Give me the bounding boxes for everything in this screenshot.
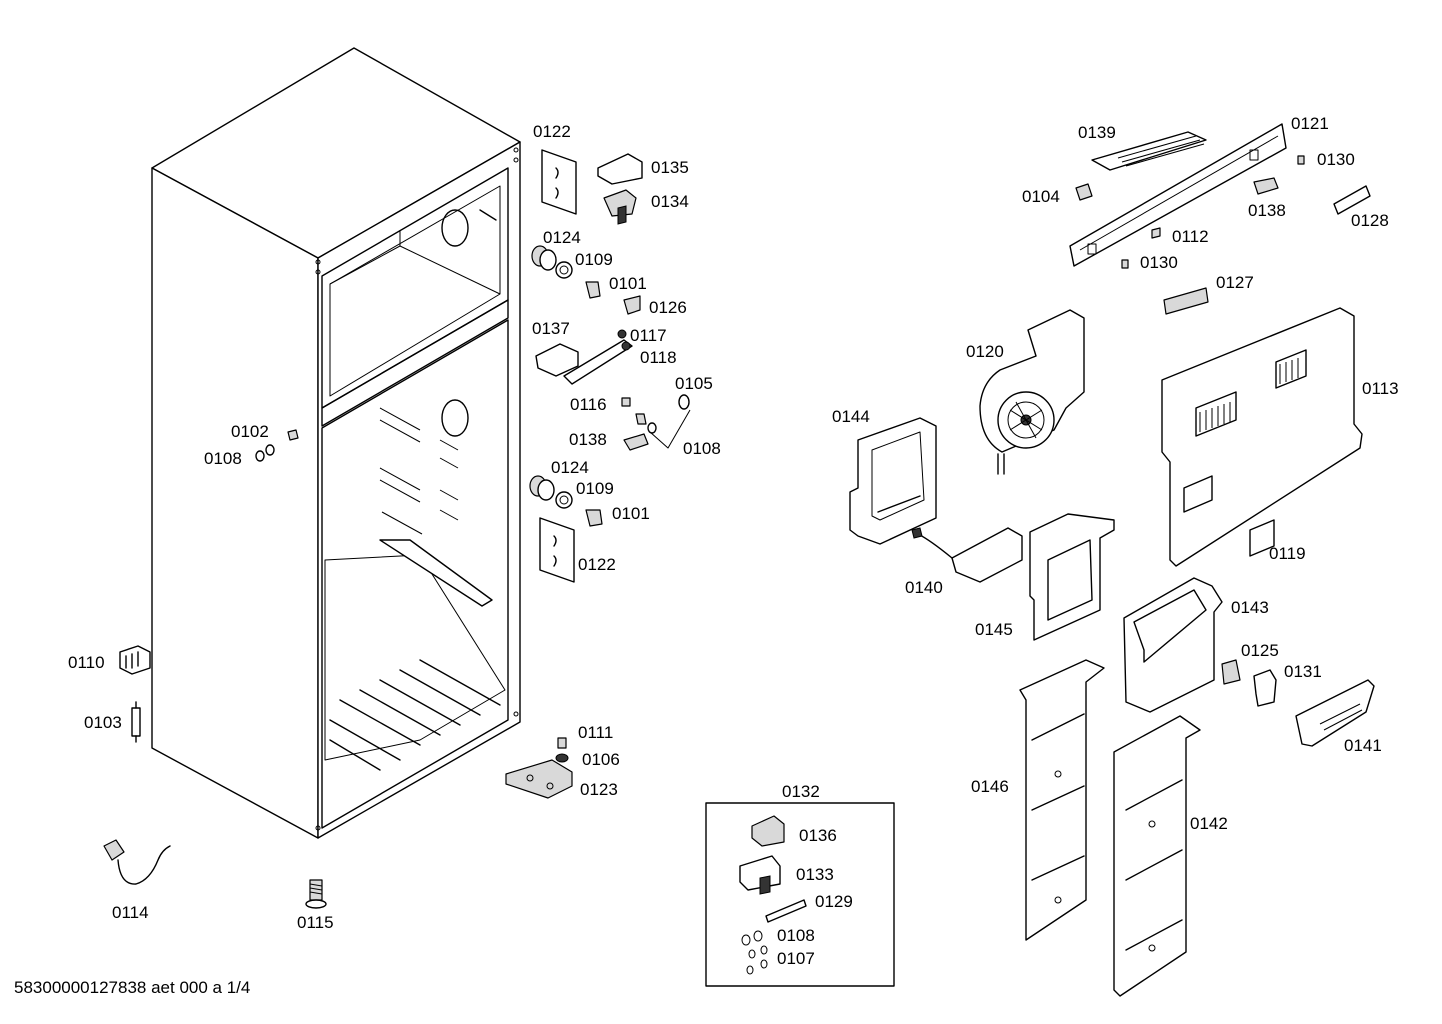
part-label: 0114 <box>112 903 149 922</box>
part-label: 0108 <box>204 449 242 468</box>
group-box-0132 <box>705 802 895 987</box>
part-label: 0145 <box>975 620 1013 639</box>
part-label: 0101 <box>609 274 647 293</box>
part-label: 0144 <box>832 407 870 426</box>
part-label: 0110 <box>68 653 105 672</box>
cabinet-drawing <box>151 47 521 839</box>
part-label: 0141 <box>1344 736 1382 755</box>
part-label: 0118 <box>640 348 677 367</box>
part-label: 0135 <box>651 158 689 177</box>
part-label: 0137 <box>532 319 570 338</box>
part-label: 0130 <box>1140 253 1178 272</box>
evaporator-parts-drawing <box>849 123 1375 997</box>
part-label: 0128 <box>1351 211 1389 230</box>
part-label: 0111 <box>578 723 613 742</box>
part-label: 0143 <box>1231 598 1269 617</box>
part-label: 0136 <box>799 826 837 845</box>
group-box-label: 0132 <box>782 782 820 801</box>
part-label: 0134 <box>651 192 689 211</box>
part-label: 0115 <box>297 913 334 932</box>
part-label: 0102 <box>231 422 269 441</box>
part-label: 0108 <box>683 439 721 458</box>
part-label: 0122 <box>533 122 571 141</box>
part-label: 0138 <box>569 430 607 449</box>
part-label: 0120 <box>966 342 1004 361</box>
part-label: 0106 <box>582 750 620 769</box>
part-label: 0125 <box>1241 641 1279 660</box>
part-label: 0129 <box>815 892 853 911</box>
part-label: 0133 <box>796 865 834 884</box>
part-label: 0107 <box>777 949 815 968</box>
part-label: 0131 <box>1284 662 1322 681</box>
part-label: 0142 <box>1190 814 1228 833</box>
part-label: 0109 <box>575 250 613 269</box>
part-label: 0116 <box>570 395 607 414</box>
hinge-parts-drawing <box>103 149 691 909</box>
part-label: 0138 <box>1248 201 1286 220</box>
part-label: 0121 <box>1291 114 1329 133</box>
part-label: 0122 <box>578 555 616 574</box>
part-label: 0139 <box>1078 123 1116 142</box>
part-label: 0146 <box>971 777 1009 796</box>
part-label: 0113 <box>1362 379 1399 398</box>
part-label: 0130 <box>1317 150 1355 169</box>
drawing-id: 58300000127838 aet 000 a 1/4 <box>14 978 251 997</box>
part-label: 0104 <box>1022 187 1060 206</box>
part-label: 0140 <box>905 578 943 597</box>
part-label: 0123 <box>580 780 618 799</box>
part-label: 0124 <box>551 458 589 477</box>
part-label: 0109 <box>576 479 614 498</box>
part-label: 0126 <box>649 298 687 317</box>
part-label: 0119 <box>1269 544 1306 563</box>
part-label: 0103 <box>84 713 122 732</box>
part-label: 0127 <box>1216 273 1254 292</box>
part-label: 0117 <box>630 326 667 345</box>
part-label: 0124 <box>543 228 581 247</box>
part-label: 0105 <box>675 374 713 393</box>
part-label: 0112 <box>1172 227 1209 246</box>
part-label: 0101 <box>612 504 650 523</box>
part-label: 0108 <box>777 926 815 945</box>
